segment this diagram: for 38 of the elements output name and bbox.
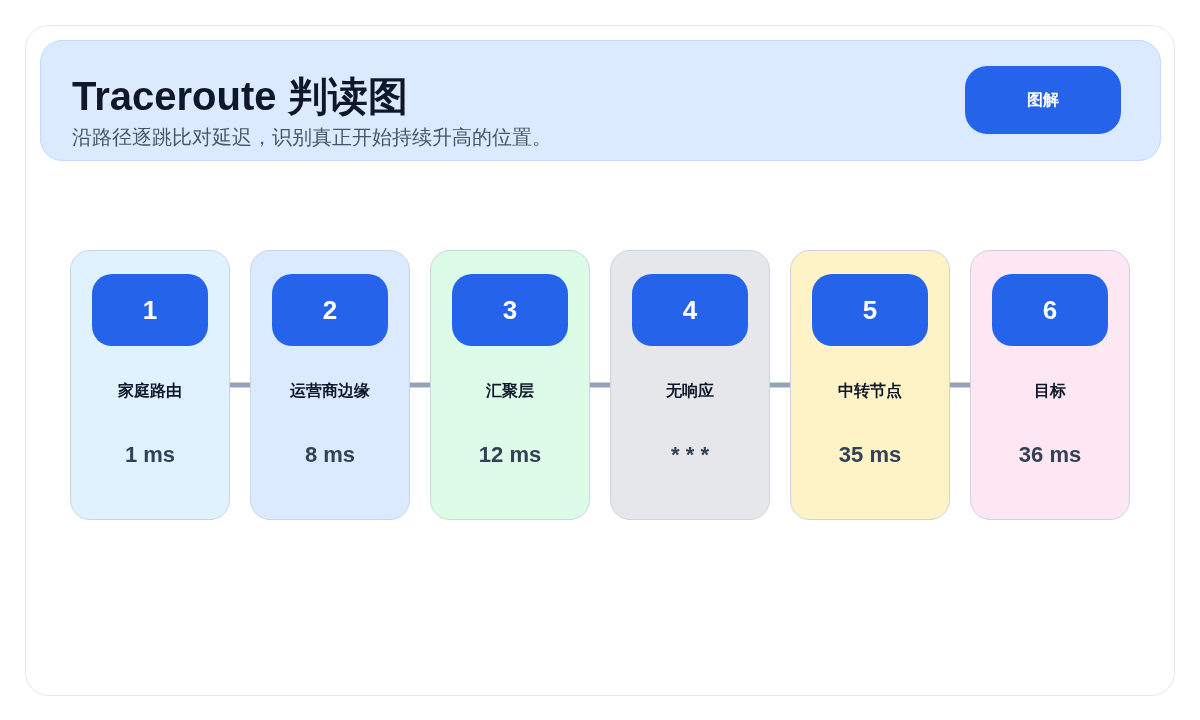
hop-badge [92, 274, 208, 346]
latency-value: * * * [671, 441, 709, 469]
hop-badge [992, 274, 1108, 346]
hop-card [250, 250, 410, 520]
diagram-title: Traceroute 判读图 [72, 73, 408, 120]
hop-badge [632, 274, 748, 346]
hop-number: 2 [322, 294, 338, 326]
hop-name: 家庭路由 [118, 381, 182, 401]
latency-value: 1 ms [124, 441, 176, 469]
connector-line [410, 382, 430, 388]
hop-name: 目标 [1034, 381, 1066, 401]
hop-card [70, 250, 230, 520]
hop-badge [452, 274, 568, 346]
hop-card [970, 250, 1130, 520]
connector-line [590, 382, 610, 388]
latency-value: 36 ms [1018, 441, 1082, 469]
hop-name: 无响应 [666, 381, 714, 401]
hop-badge [812, 274, 928, 346]
hop-badge [272, 274, 388, 346]
connector-line [230, 382, 250, 388]
hop-number: 5 [862, 294, 878, 326]
hop-number: 1 [142, 294, 158, 326]
hop-name: 中转节点 [838, 381, 902, 401]
hop-name: 运营商边缘 [290, 381, 370, 401]
hop-card [610, 250, 770, 520]
figure-tag: 图解 [965, 66, 1121, 134]
connector-line [950, 382, 970, 388]
hop-card [790, 250, 950, 520]
hop-number: 3 [502, 294, 518, 326]
latency-value: 12 ms [478, 441, 542, 469]
hop-number: 6 [1042, 294, 1058, 326]
hop-number: 4 [682, 294, 698, 326]
hop-card [430, 250, 590, 520]
latency-value: 8 ms [304, 441, 356, 469]
connector-line [770, 382, 790, 388]
subtitle: 沿路径逐跳比对延迟，识别真正开始持续升高的位置。 [72, 125, 552, 150]
hop-name: 汇聚层 [486, 381, 534, 401]
latency-value: 35 ms [838, 441, 902, 469]
